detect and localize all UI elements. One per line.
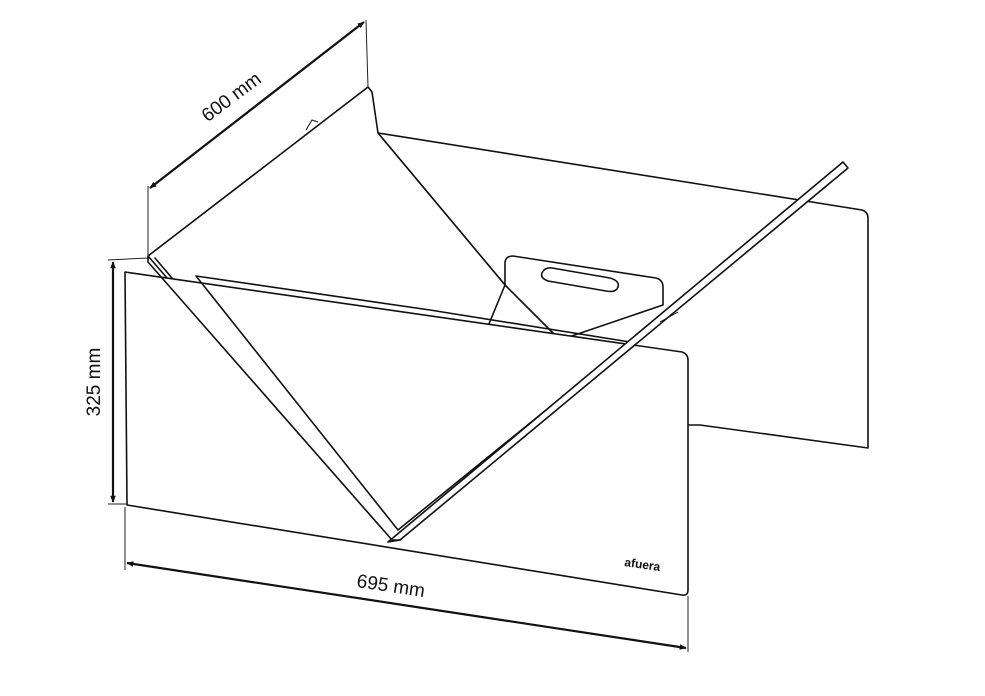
left-panel-front-edge: [147, 255, 401, 541]
depth-dimension-label: 600 mm: [198, 69, 265, 127]
width-dimension-line: [126, 561, 687, 650]
handle-panel: [504, 255, 664, 341]
right-slanted-panel-inner: [659, 311, 679, 323]
width-dimension-label: 695 mm: [355, 571, 426, 602]
handle-slot: [540, 267, 620, 293]
height-extension-line-top: [107, 257, 149, 261]
height-dimension-label: 325 mm: [84, 348, 105, 417]
depth-extension-line-right: [365, 19, 369, 88]
depth-dimension-line: [149, 21, 365, 189]
